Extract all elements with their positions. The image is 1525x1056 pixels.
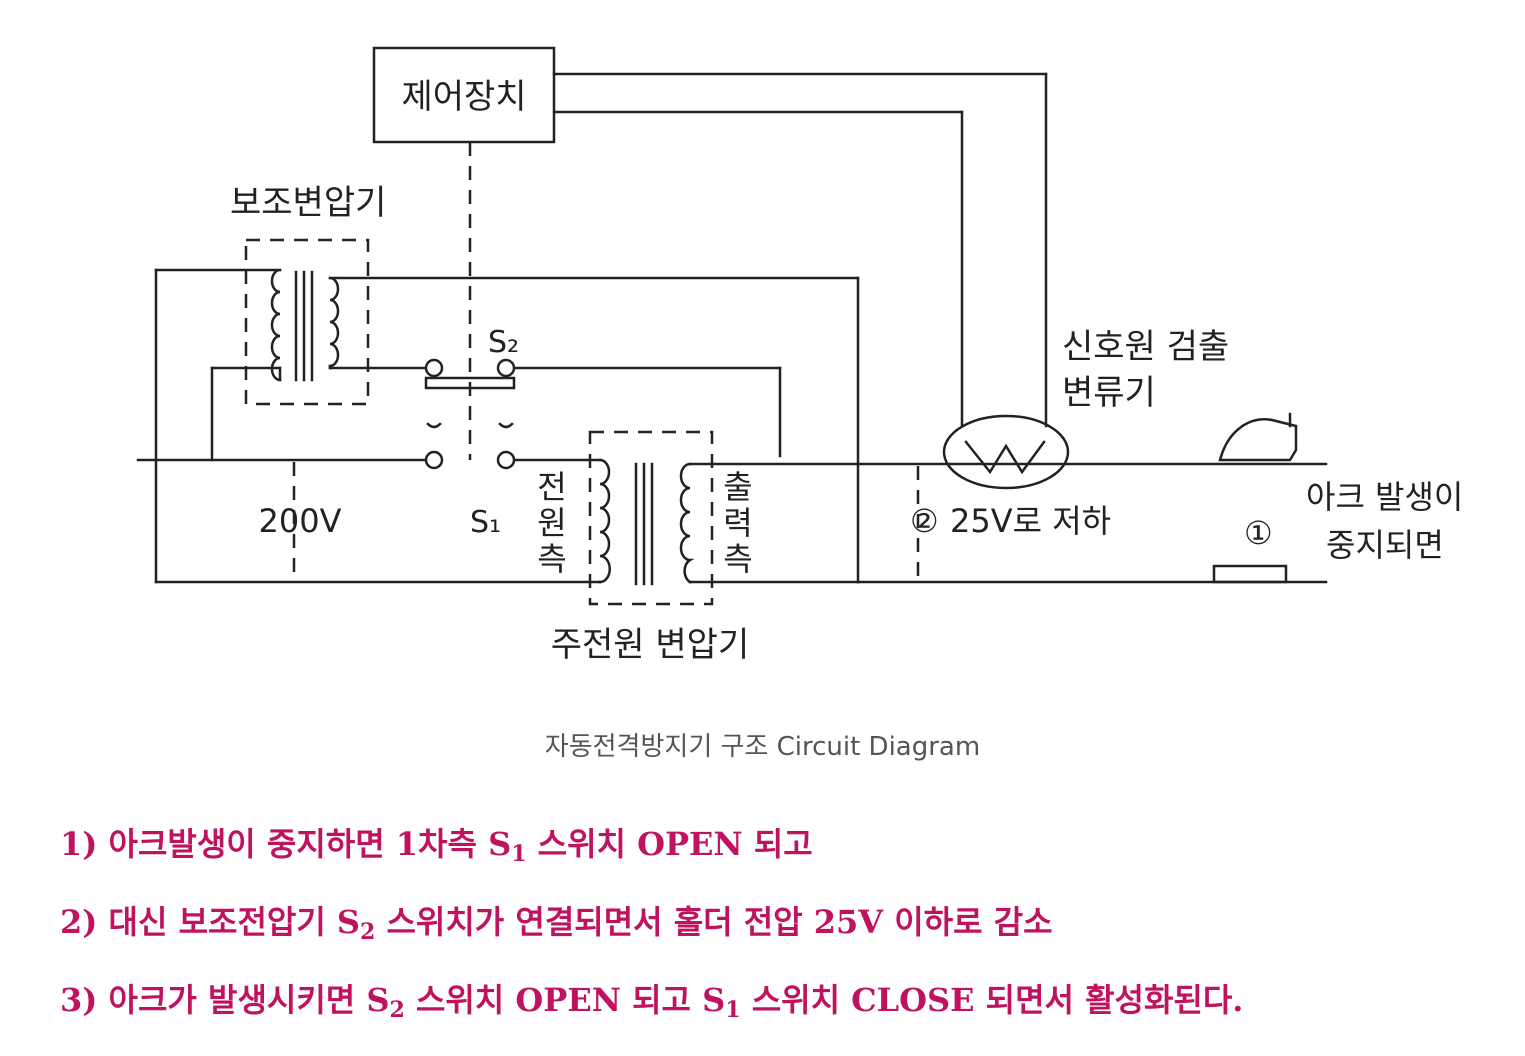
- primary-side-char-1: 전: [537, 468, 566, 506]
- output-side-char-3: 측: [723, 540, 752, 578]
- drop-25v-label: 25V로 저하: [950, 502, 1111, 540]
- note-1: 1) 아크발생이 중지하면 1차측 S1 스위치 OPEN 되고: [60, 825, 813, 867]
- circle-2-label: ②: [910, 502, 939, 540]
- aux-transformer-label: 보조변압기: [230, 183, 386, 223]
- arc-stop-line2: 중지되면: [1326, 526, 1444, 564]
- controller-label: 제어장치: [401, 77, 526, 117]
- ct-label-line2: 변류기: [1062, 373, 1156, 413]
- primary-side-char-3: 측: [537, 540, 566, 578]
- figure-caption: 자동전격방지기 구조 Circuit Diagram: [544, 732, 981, 762]
- arc-stop-line1: 아크 발생이: [1306, 478, 1463, 516]
- output-side-char-1: 출: [723, 468, 752, 506]
- circuit-diagram: 제어장치 보조변압기 S₂ S₁ 200V 전 원 측 출 력 측 주전원 변압…: [136, 46, 1463, 665]
- notes-list: 1) 아크발생이 중지하면 1차측 S1 스위치 OPEN 되고 2) 대신 보…: [60, 822, 1500, 1056]
- output-side-char-2: 력: [723, 504, 752, 542]
- voltage-200-label: 200V: [259, 502, 342, 540]
- circle-1-label: ①: [1244, 514, 1273, 552]
- note-2: 2) 대신 보조전압기 S2 스위치가 연결되면서 홀더 전압 25V 이하로 …: [60, 903, 1053, 945]
- ct-label-line1: 신호원 검출: [1062, 327, 1229, 367]
- main-transformer-label: 주전원 변압기: [551, 625, 750, 665]
- note-3: 3) 아크가 발생시키면 S2 스위치 OPEN 되고 S1 스위치 CLOSE…: [60, 981, 1244, 1023]
- primary-side-char-2: 원: [537, 504, 566, 542]
- s2-label: S₂: [488, 325, 519, 360]
- s1-label: S₁: [470, 505, 501, 540]
